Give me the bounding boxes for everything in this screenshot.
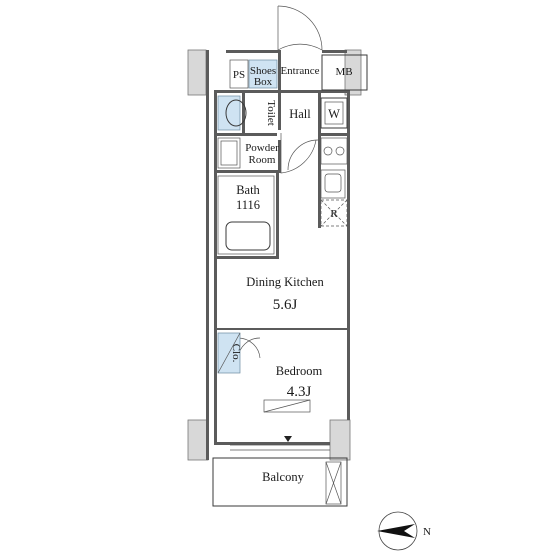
ps-label: PS (233, 69, 245, 81)
dining-kitchen-label: Dining Kitchen (246, 275, 324, 289)
hall-label: Hall (289, 107, 311, 121)
powder-room-label-1: Powder (245, 142, 279, 154)
bath-size: 1116 (236, 198, 260, 212)
fixtures (217, 54, 368, 442)
shoes-box (248, 59, 278, 89)
compass: N (377, 511, 431, 551)
balcony-label: Balcony (262, 470, 304, 484)
bath-label: Bath (236, 183, 260, 197)
entrance-label: Entrance (280, 65, 319, 77)
north-arrow-icon (377, 524, 415, 538)
w-label: W (328, 107, 340, 121)
mb-label: MB (335, 66, 352, 78)
refrigerator-label: R (330, 208, 338, 220)
bedroom-label: Bedroom (276, 364, 323, 378)
room-labels: PS Shoes Box Entrance MB Toilet Hall W P… (230, 65, 353, 484)
bedroom-size: 4.3J (287, 384, 312, 400)
closet-label: Clo. (230, 344, 242, 363)
shoes-box-label-1: Shoes (250, 65, 276, 77)
toilet-label: Toilet (265, 100, 277, 126)
dining-kitchen-size: 5.6J (273, 297, 298, 313)
arrow-marker-icon (284, 436, 292, 442)
north-label: N (423, 526, 431, 538)
powder-room-label-2: Room (249, 154, 276, 166)
walls (187, 49, 362, 507)
shoes-box-label-2: Box (254, 76, 273, 88)
doors (230, 5, 330, 451)
